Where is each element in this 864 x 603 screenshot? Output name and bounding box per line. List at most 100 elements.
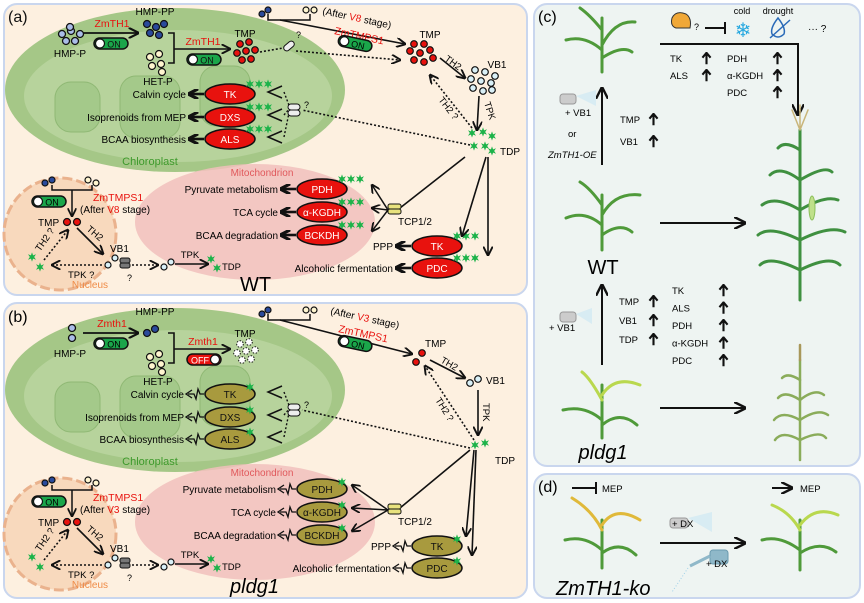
plant-rescued (760, 503, 840, 572)
enzyme-zmth1-b: ZmTH1 (186, 36, 221, 48)
inhibit-mep (572, 482, 597, 494)
pathway-label: TCA cycle (233, 208, 278, 219)
nuc-dotted-th2q (43, 230, 68, 261)
arrow-tdp-to-pdc (472, 449, 476, 555)
switch-off: OFF (186, 353, 222, 366)
impaired-flux-icon (395, 560, 411, 576)
plant-mature-pldg1 (772, 343, 830, 462)
switch-label: ON (200, 56, 214, 66)
spray-dx-label: + DX (672, 519, 694, 530)
up-arrow-icon (648, 113, 659, 126)
nuc-dotted-th2q (43, 530, 68, 561)
tdp-cofactor-star (471, 253, 479, 263)
open-arrowhead (391, 541, 400, 551)
cyto-enzyme-0 (411, 235, 463, 257)
open-arrowhead (184, 412, 193, 422)
dotted-tdp-import (283, 107, 291, 116)
chloroplast-label: Chloroplast (122, 156, 178, 168)
switch-label: ON (350, 339, 365, 352)
enzyme-label: PDH (311, 185, 332, 196)
cyto-tdp-label: TDP (222, 262, 241, 273)
switch-on-3: ON (337, 34, 373, 53)
switch-label: OFF (191, 356, 209, 366)
pathway-label: Alcoholic fermentation (293, 564, 391, 575)
switch-label: ON (107, 40, 121, 50)
tpk-label: TPK (480, 403, 491, 422)
cofactor-arrow (266, 85, 283, 99)
tcp-import-arrow (352, 509, 389, 531)
open-arrowhead (276, 530, 285, 540)
nuc-arrow-to-tmp (51, 185, 93, 216)
pathway-label: Calvin cycle (133, 90, 187, 101)
strength-icon (671, 12, 691, 29)
tdp-cofactor-star (356, 174, 364, 184)
open-arrowhead (276, 484, 285, 494)
cofactor-arrow (266, 408, 283, 422)
upregulated-enzyme: PDH (727, 54, 747, 65)
nuc-stage-note: (After V3 stage) (80, 505, 150, 516)
het-p-label: HET-P (143, 77, 173, 88)
transporter-plastid-1 (283, 40, 295, 52)
enzyme-label: DXS (220, 113, 241, 124)
bracket-arrow-to-tmp (168, 32, 230, 64)
spray-icon-2 (559, 308, 592, 324)
pathway-label: Isoprenoids from MEP (87, 113, 186, 124)
mitochondrion-label: Mitochondrion (231, 468, 294, 479)
watering-can-icon (671, 549, 729, 593)
panel-d-dx-rescue (533, 473, 861, 599)
nuc-precursors (41, 476, 100, 487)
transporter-plastid-2 (287, 403, 301, 417)
switch-on-2: ON (186, 53, 222, 66)
enzyme-label: α-KGDH (303, 208, 341, 219)
ko-label: ZmTH1-ko (555, 578, 650, 600)
switch-label: ON (350, 39, 365, 52)
chloro-enzyme-0 (204, 83, 256, 105)
drought-icon (769, 16, 791, 39)
panel-d-label: (d) (538, 479, 558, 496)
impaired-flux-icon (188, 386, 204, 402)
upregulated-enzyme: ALS (670, 71, 688, 82)
open-arrowhead (184, 434, 193, 444)
vb1-molecules (467, 66, 499, 95)
impaired-flux-icon (280, 527, 296, 543)
nuc-vb1-label: VB1 (110, 244, 129, 255)
pathway-label: PPP (373, 242, 393, 253)
hmp-p-label: HMP-P (54, 349, 87, 360)
tmp-label-plastid: TMP (234, 29, 255, 40)
tpkq-label: TPK ? (68, 570, 94, 581)
more-stress: ··· ? (808, 24, 827, 35)
nucleus-transporter (119, 557, 131, 569)
tmp-absent-plastid (233, 338, 259, 364)
spray-icon-dx (669, 512, 712, 532)
pathway-label: Pyruvate metabolism (183, 485, 276, 496)
vb1-treatment: + VB1 (565, 108, 591, 119)
switch-label: ON (45, 498, 59, 508)
pathway-label: Alcoholic fermentation (295, 264, 393, 275)
nuc-transporter-q: ? (127, 573, 132, 583)
chloro-enzyme-1 (204, 406, 256, 428)
th2-label: TH2 (439, 355, 460, 374)
tdp-cofactor-star (471, 231, 479, 241)
switch-on-1: ON (93, 37, 129, 50)
switch-label: ON (45, 198, 59, 208)
up-arrow-icon (648, 333, 659, 346)
tcp-import-arrow (352, 485, 389, 511)
strength-q: ? (694, 22, 699, 32)
up-arrow-icon (718, 319, 729, 332)
upregulated-metabolite: TDP (619, 335, 638, 346)
precursor-molecules-cyto (258, 6, 318, 18)
unknown-transporter-q1: ? (296, 30, 301, 40)
bracket-precursors (267, 14, 311, 21)
panel-d-diagram: (d) MEP ZmTH1-ko + DX + DX MEP (538, 479, 840, 600)
